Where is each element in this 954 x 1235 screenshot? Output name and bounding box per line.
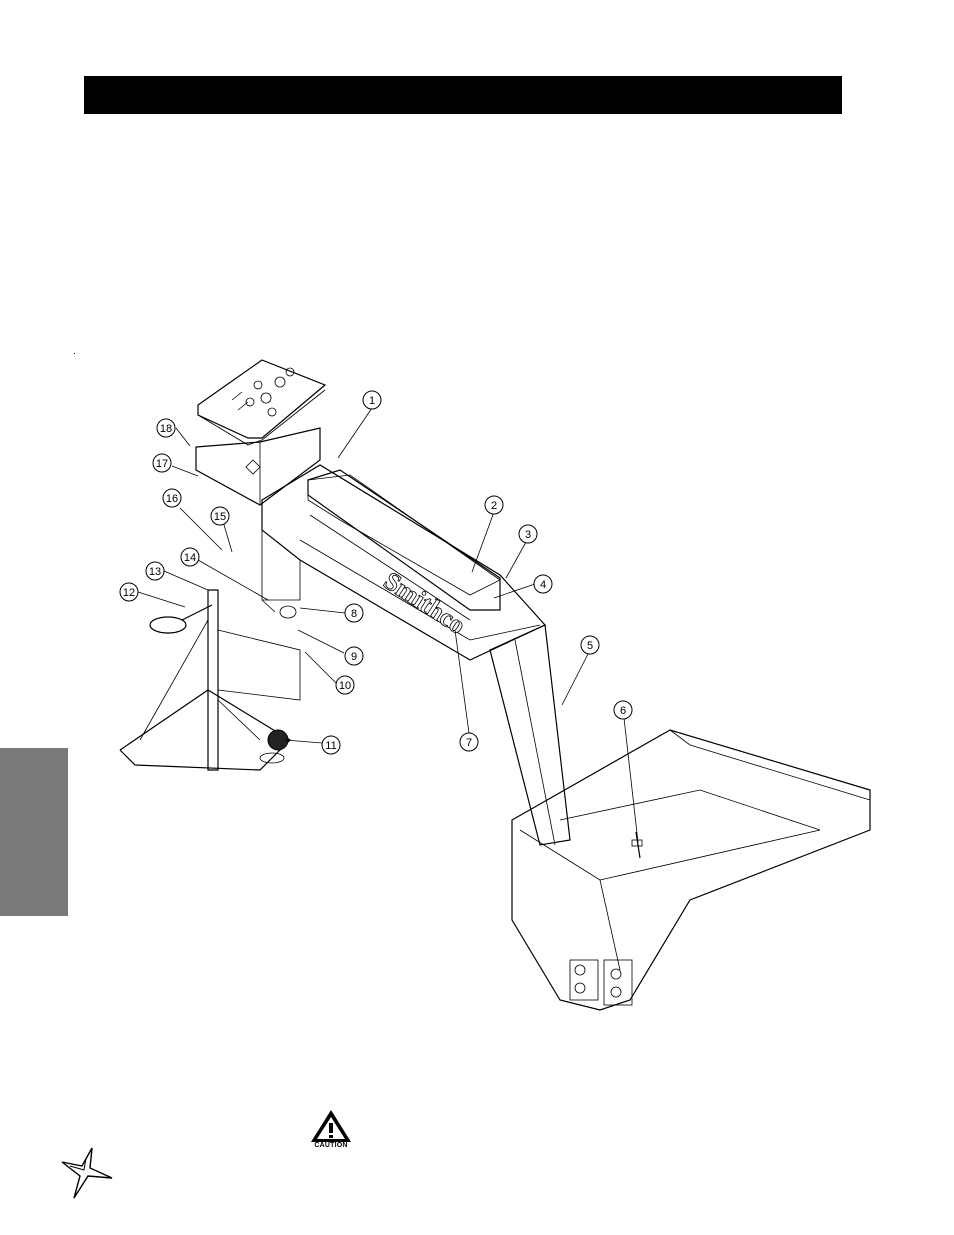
upright-post <box>489 624 571 846</box>
callout-14: 14 <box>180 547 200 567</box>
section-title-bar <box>84 76 842 114</box>
callout-11: 11 <box>321 735 341 755</box>
callout-12: 12 <box>119 582 139 602</box>
callout-2: 2 <box>484 495 504 515</box>
callout-8: 8 <box>344 603 364 623</box>
callout-10: 10 <box>335 675 355 695</box>
callout-label: 2 <box>491 500 497 512</box>
callout-4: 4 <box>533 574 553 594</box>
cover-plate <box>307 469 501 621</box>
callout-label: 7 <box>466 737 472 749</box>
callout-label: 1 <box>369 395 375 407</box>
callout-18: 18 <box>156 418 176 438</box>
callout-label: 3 <box>525 529 531 541</box>
section-side-tab <box>0 748 68 916</box>
callout-label: 12 <box>123 587 135 599</box>
callout-label: 6 <box>620 705 626 717</box>
callout-label: 15 <box>214 511 226 523</box>
callout-label: 8 <box>351 608 357 620</box>
callout-13: 13 <box>145 561 165 581</box>
callout-5: 5 <box>580 635 600 655</box>
mount-bracket <box>195 427 321 506</box>
leader-lines <box>137 407 639 843</box>
callout-6: 6 <box>613 700 633 720</box>
callout-label: 13 <box>149 566 161 578</box>
callout-label: 9 <box>351 651 357 663</box>
hitch-frame <box>119 589 301 771</box>
callout-label: 14 <box>184 552 196 564</box>
callout-label: 18 <box>160 423 172 435</box>
callout-9: 9 <box>344 646 364 666</box>
callout-15: 15 <box>210 506 230 526</box>
control-box <box>197 359 327 446</box>
callout-3: 3 <box>518 524 538 544</box>
callout-label: 16 <box>166 493 178 505</box>
callout-label: 10 <box>339 680 351 692</box>
caution-triangle-icon <box>311 1110 351 1142</box>
callout-7: 7 <box>459 732 479 752</box>
callout-17: 17 <box>152 453 172 473</box>
caution-label: CAUTION <box>314 1142 348 1149</box>
attachment-bucket <box>511 729 871 1011</box>
brand-star-logo-icon <box>61 1147 113 1199</box>
callout-16: 16 <box>162 488 182 508</box>
page-mark <box>74 353 75 354</box>
callout-label: 4 <box>540 579 546 591</box>
callout-label: 5 <box>587 640 593 652</box>
callout-label: 17 <box>156 458 168 470</box>
callout-label: 11 <box>325 740 336 752</box>
callout-1: 1 <box>362 390 382 410</box>
frame-brand-text: Smithco <box>379 566 471 640</box>
